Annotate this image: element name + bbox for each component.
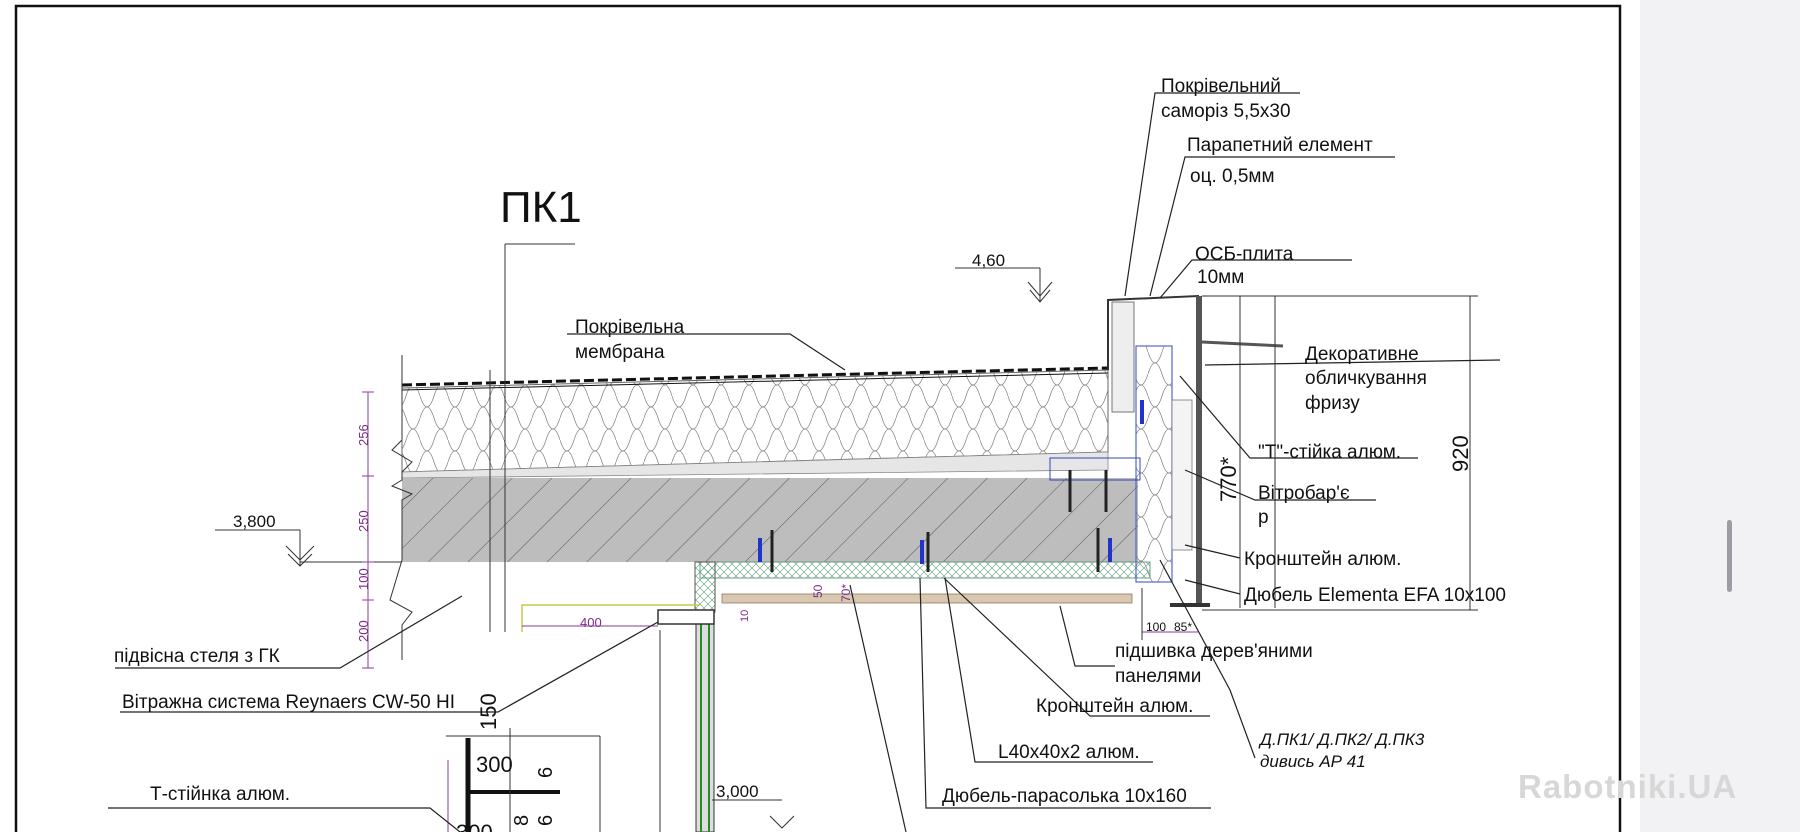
windbarrier-label-2: р [1258,507,1269,528]
ceiling-label: підвісна стеля з ГК [114,646,280,667]
dim-100: 100 [356,568,371,590]
sheet-frame [14,4,1622,832]
angle-label: L40x40x2 алюм. [998,742,1140,763]
dimension-lines [362,295,1478,669]
dowel-efa-label: Дюбель Elementa EFA 10x100 [1244,585,1506,606]
reference-label-1: Д.ПК1/ Д.ПК2/ Д.ПК3 [1258,730,1425,749]
decor-label-2: обличкування [1305,368,1427,389]
bracket-bottom-label: Кронштейн алюм. [1036,696,1193,717]
dim-85: 85* [1174,620,1192,634]
membrane-label-2: мембрана [575,342,665,363]
reference-label-2: дивись АР 41 [1260,752,1366,771]
dim-50: 50 [811,584,825,598]
level-marker-bottom [712,799,795,829]
osb-label-1: ОСБ-плита [1195,244,1294,265]
dowel-umbrella-label: Дюбель-парасолька 10х160 [942,786,1187,807]
anchors [770,470,1108,572]
level-bottom-label: 3,000 [716,782,759,801]
dim-100-bottom: 100 [1146,620,1166,634]
screw-label-1: Покрівельний [1161,76,1281,97]
tpost-label: "Т"-стійка алюм. [1258,442,1401,463]
dim-10: 10 [739,610,751,622]
bracket-right-label: Кронштейн алюм. [1244,549,1401,570]
screw-label-2: саморіз 5,5х30 [1161,101,1291,122]
dim-770: 770* [1216,456,1241,502]
osb-label-2: 10мм [1197,267,1244,288]
parapet-label-2: оц. 0,5мм [1190,166,1275,187]
decor-label-1: Декоративне [1305,344,1419,365]
level-top-label: 4,60 [972,251,1005,270]
glazing-label: Вітражна система Reynaers CW-50 HI [122,692,455,713]
dim-256: 256 [356,424,371,446]
dim-920: 920 [1448,435,1473,472]
level-marker-top [955,267,1053,303]
leader-lines [108,92,1501,832]
section-title: ПК1 [500,183,582,232]
vertical-scrollbar[interactable] [1727,520,1732,592]
dim-150: 150 [476,693,501,730]
dim-6a: 6 [535,767,557,778]
parapet-label-1: Парапетний елемент [1187,135,1373,156]
tpost-small-label: Т-стійнка алюм. [150,784,290,805]
roof-slab [389,355,1151,660]
dim-70: 70* [839,584,853,602]
tpost-detail [446,728,601,832]
dim-8: 8 [511,815,533,826]
membrane-label-1: Покрівельна [575,317,685,338]
curtain-wall [657,561,716,832]
level-marker-mid [215,529,402,567]
dim-400: 400 [580,615,602,630]
parapet [1049,294,1284,607]
watermark-logo: Rabotniki.UA [1518,768,1738,805]
wood-soffit-label-2: панелями [1115,666,1201,687]
viewer-sidebar [1640,0,1800,832]
dim-300: 300 [476,752,513,777]
level-mid-label: 3,800 [233,512,276,531]
dim-250: 250 [356,510,371,532]
dim-6b: 6 [535,815,557,826]
decor-label-3: фризу [1305,393,1360,414]
dim-200: 200 [356,620,371,642]
wood-soffit-label-1: підшивка дерев'яними [1115,641,1313,662]
windbarrier-label-1: Вітробар'є [1258,483,1350,504]
dim-300b: 300 [456,820,493,832]
